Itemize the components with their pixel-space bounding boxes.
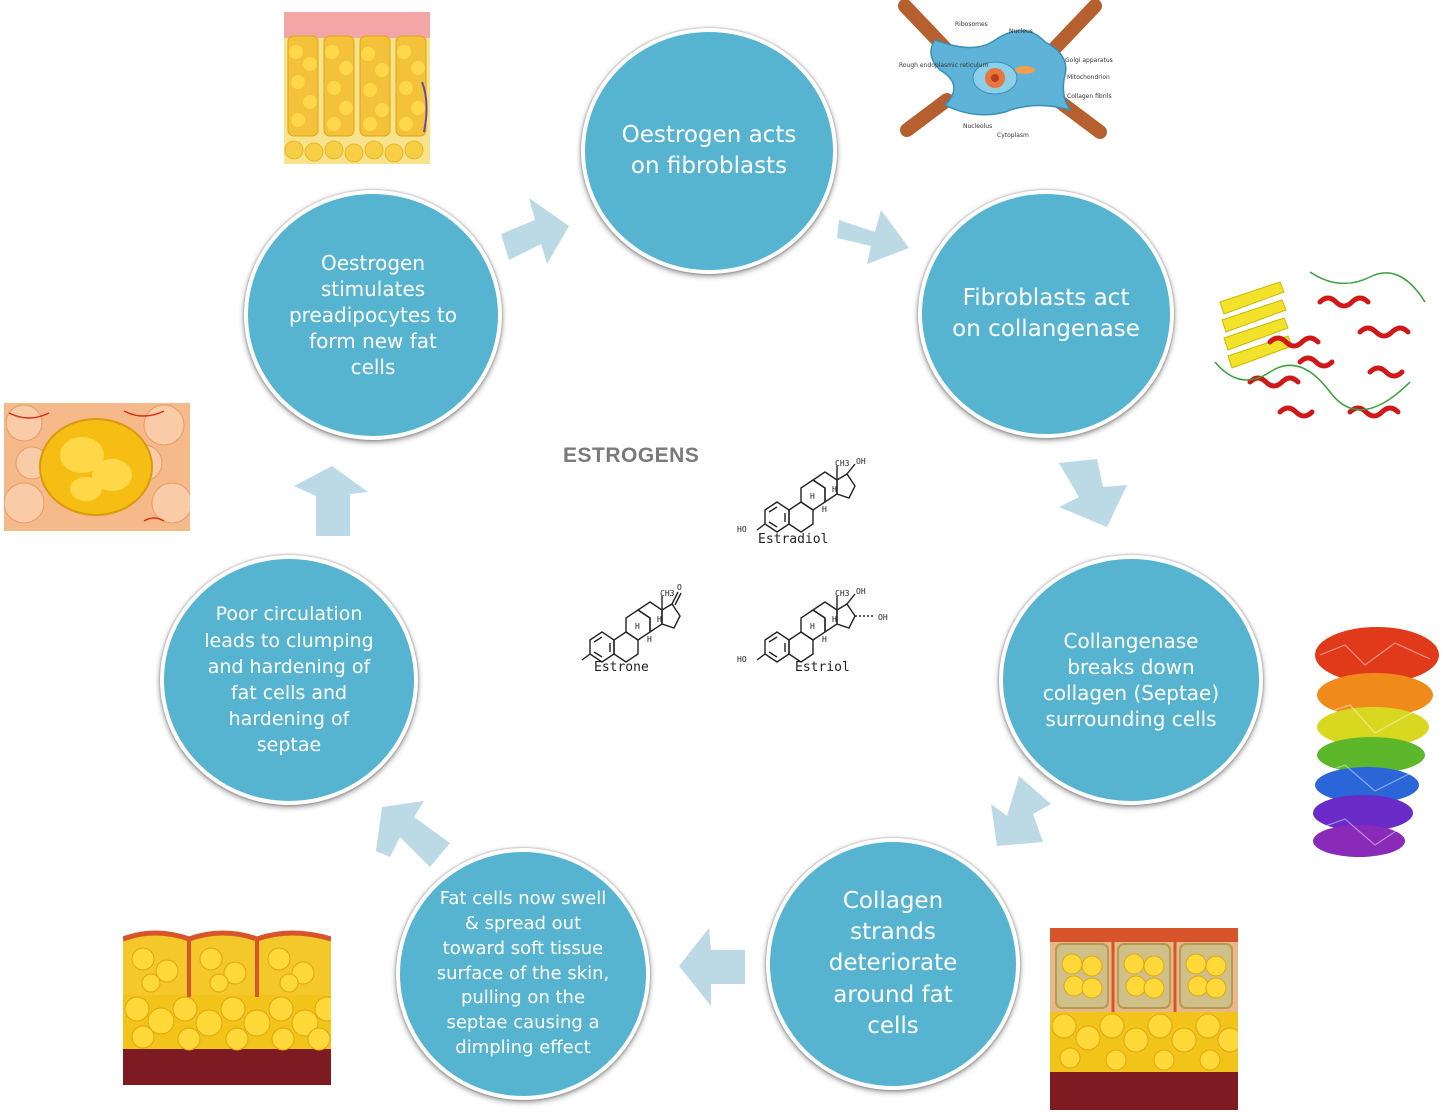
label-nucleus: Nucleus <box>1009 28 1033 35</box>
estriol-h-label-2: H <box>832 615 837 624</box>
estradiol-structure <box>756 463 856 533</box>
label-collagen-fibrils: Collagen fibrils <box>1067 93 1112 100</box>
label-golgi: Golgi apparatus <box>1065 57 1113 64</box>
estriol-h-label-3: H <box>822 635 827 644</box>
estriol-oh-label: OH <box>856 587 866 596</box>
collagen-molecule-illustration <box>1305 615 1449 865</box>
arrow-step5-to-step6 <box>376 801 450 867</box>
fat-cell-illustration <box>4 403 190 531</box>
step-4-text: Collagen strands deteriorate around fat … <box>828 887 958 1039</box>
septae-structure-illustration <box>1050 928 1238 1110</box>
step-3-text: Collangenase breaks down collagen (Septa… <box>1042 629 1220 731</box>
arrow-step4-to-step5 <box>679 928 745 1006</box>
estradiol-oh-label: OH <box>856 457 866 466</box>
collagenase-protein-illustration <box>1210 262 1430 444</box>
estriol-label: Estriol <box>795 660 850 675</box>
estriol-structure <box>756 593 873 663</box>
arrow-step7-to-step1 <box>501 198 569 264</box>
estradiol-ch3-label: CH3 <box>835 459 850 468</box>
estrogens-title: ESTROGENS <box>563 444 700 467</box>
estradiol-ho-label: HO <box>737 525 747 534</box>
label-ribosomes: Ribosomes <box>955 21 988 28</box>
step-7-text: Oestrogen stimulates preadipocytes to fo… <box>288 251 458 379</box>
fat-columns-illustration <box>284 12 430 164</box>
arrow-step3-to-step4 <box>991 776 1051 846</box>
label-nucleolus: Nucleolus <box>963 123 992 130</box>
step-7-node: Oestrogen stimulates preadipocytes to fo… <box>244 190 502 440</box>
estriol-ho-label: HO <box>737 655 747 664</box>
estradiol-h-label-1: H <box>810 492 815 501</box>
estrone-label: Estrone <box>594 660 649 675</box>
estrone-o-label: O <box>677 583 682 592</box>
label-cytoplasm: Cytoplasm <box>997 132 1029 139</box>
estrone-h-label-1: H <box>635 622 640 631</box>
step-3-node: Collangenase breaks down collagen (Septa… <box>999 555 1263 805</box>
label-mitochondrion: Mitochondrion <box>1067 74 1110 81</box>
step-2-text: Fibroblasts act on collangenase <box>952 284 1140 342</box>
estrone-ch3-label: CH3 <box>660 589 675 598</box>
estradiol-h-label-2: H <box>832 485 837 494</box>
estriol-oh-label-2: OH <box>878 613 888 622</box>
step-6-node: Poor circulation leads to clumping and h… <box>160 555 418 805</box>
arrow-step6-to-step7 <box>294 466 368 536</box>
estrone-h-label-2: H <box>657 615 662 624</box>
arrow-step1-to-step2 <box>837 210 909 264</box>
estrogen-structures: CH3 OH HO H H H CH3 O HO H H H CH3 OH OH… <box>581 457 888 664</box>
estriol-ch3-label: CH3 <box>835 589 850 598</box>
step-5-node: Fat cells now swell & spread out toward … <box>396 848 650 1100</box>
estrone-structure <box>581 591 682 663</box>
estriol-h-label-1: H <box>810 622 815 631</box>
step-2-node: Fibroblasts act on collangenase <box>918 190 1174 438</box>
dimpled-skin-illustration <box>123 925 331 1085</box>
step-6-text: Poor circulation leads to clumping and h… <box>204 603 374 757</box>
label-rough-er: Rough endoplasmic reticulum <box>899 62 988 69</box>
step-4-node: Collagen strands deteriorate around fat … <box>766 838 1020 1090</box>
step-1-text: Oestrogen acts on fibroblasts <box>621 121 797 179</box>
fibroblast-illustration: Ribosomes Nucleus Golgi apparatus Rough … <box>895 0 1120 140</box>
step-1-node: Oestrogen acts on fibroblasts <box>581 28 837 274</box>
estradiol-label: Estradiol <box>758 532 829 547</box>
step-5-text: Fat cells now swell & spread out toward … <box>436 888 610 1059</box>
arrow-step2-to-step3 <box>1059 459 1127 527</box>
estradiol-h-label-3: H <box>822 505 827 514</box>
estrone-h-label-3: H <box>647 635 652 644</box>
